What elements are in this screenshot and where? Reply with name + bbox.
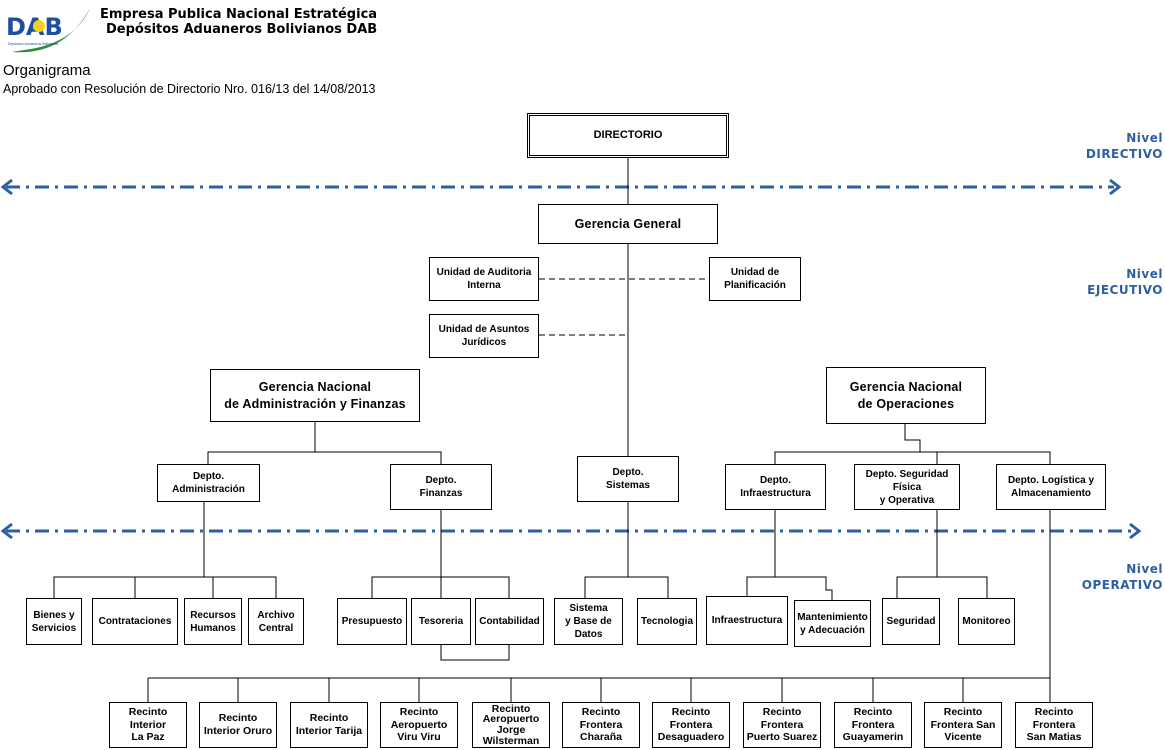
node-recinto[interactable]: Recinto Frontera Desaguadero [652, 702, 730, 748]
node-seguridad[interactable]: Seguridad [882, 598, 940, 645]
node-gn-administracion[interactable]: Gerencia Nacional de Administración y Fi… [210, 369, 420, 422]
page-subtitle: Aprobado con Resolución de Directorio Nr… [3, 82, 376, 96]
node-presupuesto[interactable]: Presupuesto [337, 598, 407, 645]
node-depto-administracion[interactable]: Depto. Administración [157, 464, 260, 502]
node-bienes-servicios[interactable]: Bienes y Servicios [26, 598, 82, 645]
node-gerencia-general[interactable]: Gerencia General [538, 204, 718, 244]
node-sistema-base-datos[interactable]: Sistema y Base de Datos [554, 598, 623, 645]
node-depto-sistemas[interactable]: Depto. Sistemas [577, 456, 679, 502]
node-recinto[interactable]: Recinto Frontera San Vicente [924, 702, 1002, 748]
node-gn-operaciones[interactable]: Gerencia Nacional de Operaciones [826, 367, 986, 424]
node-archivo-central[interactable]: Archivo Central [248, 598, 304, 645]
node-recinto[interactable]: Recinto Interior Oruro [199, 702, 277, 748]
node-planificacion[interactable]: Unidad de Planificación [709, 257, 801, 301]
node-tecnologia[interactable]: Tecnologia [637, 598, 697, 645]
svg-text:Depósitos Aduaneros Bolivianos: Depósitos Aduaneros Bolivianos [8, 42, 58, 46]
level-label-operativo: Nivel OPERATIVO [1081, 562, 1163, 592]
node-recinto[interactable]: Recinto Interior La Paz [109, 702, 187, 748]
node-contabilidad[interactable]: Contabilidad [475, 598, 544, 645]
node-recinto[interactable]: Recinto Interior Tarija [290, 702, 368, 748]
node-recinto[interactable]: Recinto Frontera Puerto Suarez [743, 702, 821, 748]
node-recinto[interactable]: Recinto Frontera Charaña [562, 702, 640, 748]
page-title: Organigrama [3, 62, 91, 79]
node-recinto[interactable]: Recinto Aeropuerto Jorge Wilsterman [472, 702, 550, 748]
level-label-ejecutivo: Nivel EJECUTIVO [1087, 267, 1163, 297]
dab-logo: DABDepósitos Aduaneros Bolivianos [6, 8, 90, 53]
node-recinto[interactable]: Recinto Frontera San Matias [1015, 702, 1093, 748]
company-line1: Empresa Publica Nacional Estratégica [100, 7, 378, 22]
node-depto-logistica[interactable]: Depto. Logística y Almacenamiento [996, 464, 1106, 510]
node-recursos-humanos[interactable]: Recursos Humanos [184, 598, 242, 645]
logo: DABDepósitos Aduaneros Bolivianos [4, 4, 92, 54]
node-directorio[interactable]: DIRECTORIO [527, 113, 729, 158]
node-tesoreria[interactable]: Tesoreria [411, 598, 471, 645]
node-recinto[interactable]: Recinto Frontera Guayamerin [834, 702, 912, 748]
node-asuntos-juridicos[interactable]: Unidad de Asuntos Jurídicos [429, 314, 539, 358]
node-depto-seguridad[interactable]: Depto. Seguridad Física y Operativa [854, 464, 960, 510]
level-label-directivo: Nivel DIRECTIVO [1085, 131, 1163, 161]
node-contrataciones[interactable]: Contrataciones [92, 598, 178, 645]
node-infraestructura[interactable]: Infraestructura [706, 596, 788, 645]
node-monitoreo[interactable]: Monitoreo [958, 598, 1015, 645]
node-auditoria-interna[interactable]: Unidad de Auditoria Interna [429, 257, 539, 301]
node-recinto[interactable]: Recinto Aeropuerto Viru Viru [380, 702, 458, 748]
node-depto-infraestructura[interactable]: Depto. Infraestructura [725, 464, 826, 510]
company-line2: Depósitos Aduaneros Bolivianos DAB [106, 22, 378, 37]
node-depto-finanzas[interactable]: Depto. Finanzas [390, 464, 492, 510]
node-mantenimiento[interactable]: Mantenimiento y Adecuación [794, 600, 871, 647]
